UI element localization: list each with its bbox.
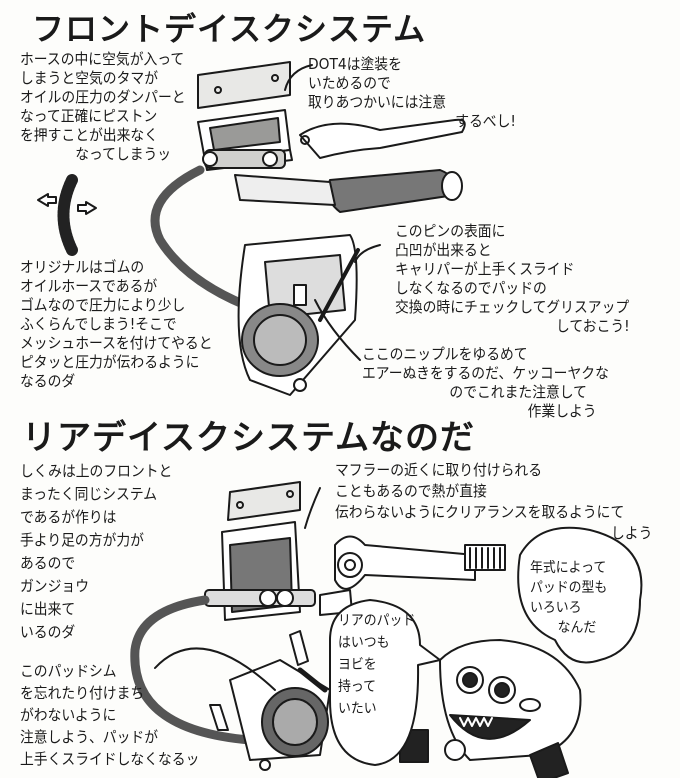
bubble-line: パッドの型も [530, 580, 608, 596]
note-line: ガンジョウ [20, 577, 90, 595]
front-dot4-note: DOT4は塗装を いためるので 取りあつかいには注意 するべし! [308, 55, 516, 131]
reservoir-lid-front [197, 61, 291, 109]
note-line: 交換の時にチェックしてグリスアップ [395, 298, 630, 316]
speech-bubble-outline-spare [329, 599, 441, 766]
note-line: がわないように [20, 706, 117, 724]
front-hose-note: オリジナルはゴムの オイルホースであるが ゴムなので圧力により少し ふくらんでし… [20, 258, 213, 391]
note-line: 伝わらないようにクリアランスを取るようにて [335, 503, 625, 521]
bubble-line: いろいろ [530, 600, 582, 616]
note-line: メッシュホースを付けてやると [20, 334, 213, 352]
note-line: キャリパーが上手くスライド [395, 260, 575, 278]
brake-hose-front [150, 165, 250, 310]
front-pin-note: このピンの表面に 凸凹が出来ると キャリパーが上手くスライド しなくなるのでパッ… [395, 222, 630, 336]
speech-bubble-model: 年式によって パッドの型も いろいろ なんだ [530, 558, 607, 638]
handlebar-grip [326, 169, 457, 213]
note-line: なってしまうッ [75, 145, 172, 163]
note-line: ピタッと圧力が伝わるように [20, 353, 200, 371]
note-line: しよう [611, 524, 653, 542]
front-nipple-note: ここのニップルをゆるめて エアーぬきをするのだ、ケッコーヤクな のでこれまた注意… [362, 345, 609, 421]
note-line: 作業しよう [527, 402, 597, 420]
bubble-line: いたい [338, 701, 377, 717]
note-line: あるので [20, 554, 76, 572]
master-cylinder-rear [204, 521, 316, 621]
note-line: いためるので [308, 74, 391, 92]
note-line: 手より足の方が力が [20, 531, 144, 549]
speech-bubble-outline-model [517, 526, 643, 664]
bubble-line: 年式によって [530, 560, 607, 576]
note-line: このピンの表面に [395, 222, 506, 240]
note-line: 注意しよう、パッドが [20, 728, 159, 746]
rear-mechanism-note: しくみは上のフロントと まったく同じシステム であるが作りは 手より足の方が力が… [20, 460, 172, 644]
master-cylinder-front [197, 109, 293, 171]
note-line: に出来て [20, 600, 76, 618]
rear-shim-note: このパッドシム を忘れたり付けまち がわないように 注意しよう、パッドが 上手く… [20, 660, 199, 770]
note-line: なるのダ [20, 372, 76, 390]
note-line: こともあるので熱が直接 [335, 482, 487, 500]
mesh-hose [57, 174, 78, 256]
note-line: しなくなるのでパッドの [395, 279, 547, 297]
note-line: ホースの中に空気が入って [20, 50, 185, 68]
note-line: ここのニップルをゆるめて [362, 345, 528, 363]
speech-bubble-spare: リアのパッド はいつも ヨビを 持って いたい [338, 610, 415, 720]
bubble-line: ヨビを [338, 657, 377, 673]
note-line: 取りあつかいには注意 [308, 93, 447, 111]
bubble-line: なんだ [557, 620, 597, 636]
brake-hose-rear [130, 595, 255, 745]
note-line: ふくらんでしまう!そこで [20, 315, 177, 333]
note-line: オイルホースであるが [20, 277, 158, 295]
caliper-front [237, 234, 360, 396]
reservoir-lid-rear [227, 481, 301, 521]
note-line: するべし! [455, 112, 516, 130]
note-line: 上手くスライドしなくなるッ [20, 750, 200, 768]
note-line: を忘れたり付けまち [20, 684, 145, 702]
note-line: まったく同じシステム [20, 485, 158, 503]
brake-pedal [319, 535, 506, 616]
note-line: ゴムなので圧力により少し [20, 296, 186, 314]
note-line: いるのダ [20, 623, 76, 641]
note-line: 凸凹が出来ると [395, 241, 492, 259]
note-line: エアーぬきをするのだ、ケッコーヤクな [362, 364, 609, 382]
front-title: フロントデイスクシステム [32, 10, 427, 48]
bubble-line: はいつも [338, 635, 390, 651]
note-line: を押すことが出来なく [20, 126, 159, 144]
note-line: DOT4は塗装を [308, 55, 402, 73]
note-line: であるが作りは [20, 508, 117, 526]
note-line: このパッドシム [20, 662, 117, 680]
brake-lever [299, 118, 466, 159]
front-air-note: ホースの中に空気が入って しまうと空気のタマが オイルの圧力のダンパーと なって… [20, 50, 186, 164]
note-line: オリジナルはゴムの [20, 258, 145, 276]
note-line: しまうと空気のタマが [20, 69, 159, 87]
note-line: オイルの圧力のダンパーと [20, 88, 186, 106]
caliper-rear [209, 630, 331, 771]
note-line: しくみは上のフロントと [20, 462, 173, 480]
note-line: のでこれまた注意して [449, 383, 587, 401]
pig-mascot [399, 639, 582, 778]
note-line: なって正確にピストン [20, 107, 158, 125]
bubble-line: 持って [338, 679, 377, 695]
rear-title: リアデイスクシステムなのだ [22, 418, 475, 458]
bubble-line: リアのパッド [338, 613, 416, 629]
rear-muffler-note: マフラーの近くに取り付けられる こともあるので熱が直接 伝わらないようにクリアラ… [335, 460, 652, 544]
note-line: しておこう! [556, 317, 630, 335]
note-line: マフラーの近くに取り付けられる [335, 461, 543, 479]
